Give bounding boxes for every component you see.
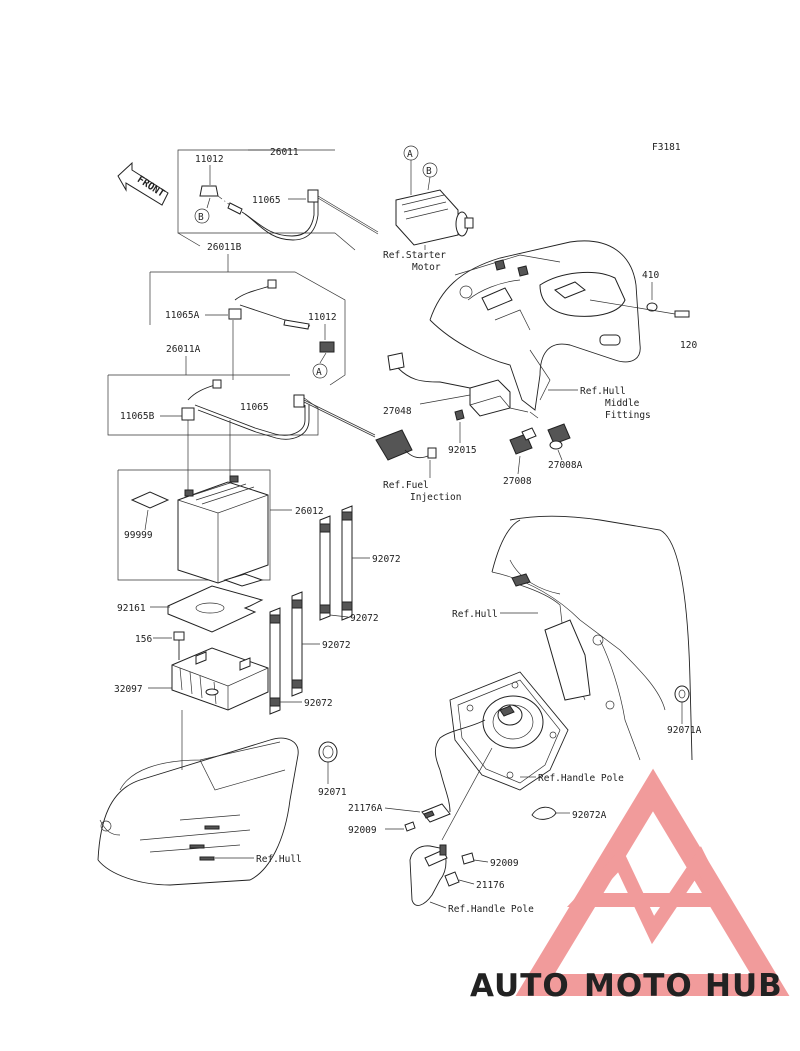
- ref-hull-mid-3: Fittings: [605, 410, 651, 421]
- watermark-m-icon: [566, 846, 732, 945]
- seal-92071-group: 92071: [318, 741, 347, 798]
- label-156: 156: [135, 634, 152, 645]
- starter-motor-group: A B Ref.Starter Motor: [383, 145, 474, 273]
- cable-26011-group: 26011 11012 B 11065: [177, 147, 379, 251]
- label-27048: 27048: [383, 406, 412, 417]
- bolt-icon: [173, 631, 185, 660]
- label-410: 410: [642, 270, 659, 281]
- callout-a-1: A: [316, 367, 322, 378]
- clip-92072A-group: 92072A: [531, 806, 607, 821]
- watermark-triangle-icon: [515, 768, 790, 996]
- watermark-text: AUTO MOTO HUB: [470, 968, 783, 1004]
- ref-handle-pole-2: Ref.Handle Pole: [448, 904, 534, 915]
- cable-26011B-group: 26011B 11065A 11012 A: [149, 242, 346, 386]
- label-26012: 26012: [295, 506, 324, 517]
- ref-hull-mid-1: Ref.Hull: [580, 386, 626, 397]
- fuel-injection-group: Ref.Fuel Injection: [375, 429, 461, 503]
- label-92009-a: 92009: [348, 825, 377, 836]
- ref-fuel-2: Injection: [410, 492, 461, 503]
- relay-connector-a-icon: [547, 423, 571, 450]
- ref-hull-bottom: Ref.Hull: [256, 854, 302, 865]
- watermark-logo: [515, 768, 790, 996]
- label-92072-b: 92072: [350, 613, 379, 624]
- hull-bottom-group: Ref.Hull: [97, 737, 302, 886]
- hull-middle-group: 410 120 Ref.Hull Middle Fittings: [429, 240, 697, 421]
- label-92009-b: 92009: [490, 858, 519, 869]
- label-92072A: 92072A: [572, 810, 607, 821]
- callout-a-2: A: [407, 149, 413, 160]
- callout-b-1: B: [198, 212, 204, 223]
- label-92071A: 92071A: [667, 725, 702, 736]
- screw-icon: [461, 852, 475, 865]
- starter-motor-icon: [395, 189, 474, 246]
- handle-pole-lower-group: 21176A 92009 92009 21176 Ref.Handle Pole: [348, 803, 534, 915]
- tray-group: 92161: [117, 573, 264, 633]
- label-26011B: 26011B: [207, 242, 242, 253]
- label-26011: 26011: [270, 147, 299, 158]
- label-11065-mid: 11065: [240, 402, 269, 413]
- battery-group: 26012 99999: [117, 469, 324, 584]
- relay-connector-icon: [509, 427, 537, 455]
- strap-group: 92072 92072 92072 92072: [269, 505, 401, 715]
- label-92161: 92161: [117, 603, 146, 614]
- label-92072-a: 92072: [372, 554, 401, 565]
- label-120: 120: [680, 340, 697, 351]
- washer-icon: [646, 302, 658, 312]
- ref-hull-right: Ref.Hull: [452, 609, 498, 620]
- label-11065A: 11065A: [165, 310, 200, 321]
- label-92015: 92015: [448, 445, 477, 456]
- battery-case-group: 32097: [114, 647, 269, 770]
- watermark-auto: AUTO: [470, 968, 570, 1004]
- label-92071: 92071: [318, 787, 347, 798]
- label-11065B: 11065B: [120, 411, 155, 422]
- hull-right-group: Ref.Hull: [452, 515, 693, 761]
- screw-icon: [589, 299, 690, 318]
- front-arrow-icon: FRONT: [117, 161, 169, 206]
- label-11065-top: 11065: [252, 195, 281, 206]
- label-99999: 99999: [124, 530, 153, 541]
- ref-starter-1: Ref.Starter: [383, 250, 446, 261]
- label-32097: 32097: [114, 684, 143, 695]
- watermark-hub: HUB: [705, 968, 783, 1004]
- ref-hull-mid-2: Middle: [605, 398, 640, 409]
- ref-handle-pole-1: Ref.Handle Pole: [538, 773, 624, 784]
- handle-pole-group: Ref.Handle Pole: [434, 671, 624, 841]
- ref-fuel-1: Ref.Fuel: [383, 480, 429, 491]
- label-92072-d: 92072: [304, 698, 333, 709]
- callout-b-2: B: [426, 166, 432, 177]
- callout-b-circle: [194, 208, 210, 224]
- cable-26011A-group: 26011A 11065B 11065: [107, 344, 376, 500]
- label-27008A: 27008A: [548, 460, 583, 471]
- grommet-92071A-group: 92071A: [667, 685, 702, 736]
- label-21176A: 21176A: [348, 803, 383, 814]
- label-21176: 21176: [476, 880, 505, 891]
- figure-code: F3181: [652, 142, 681, 153]
- label-27008: 27008: [503, 476, 532, 487]
- watermark-moto: MOTO: [584, 968, 693, 1004]
- label-26011A: 26011A: [166, 344, 201, 355]
- battery-icon: [177, 475, 269, 584]
- label-11012-mid: 11012: [308, 312, 337, 323]
- screw-icon: [404, 821, 416, 832]
- ref-starter-2: Motor: [412, 262, 441, 273]
- label-11012-top: 11012: [195, 154, 224, 165]
- sticker-icon: [130, 491, 170, 509]
- label-92072-c: 92072: [322, 640, 351, 651]
- relay-group: 27048 92015 27008 27008A: [383, 352, 583, 487]
- bolt-156-group: 156: [135, 631, 185, 660]
